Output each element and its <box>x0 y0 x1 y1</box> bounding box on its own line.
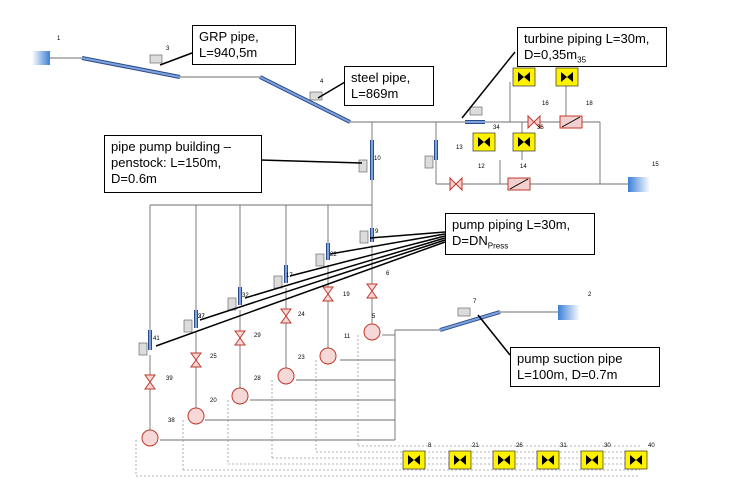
callout-turbine-line-2: D=0,35m35 <box>524 47 587 65</box>
callout-penstock-line-2: penstock: L=150m, <box>111 155 222 170</box>
label-37: 37 <box>198 314 205 320</box>
reservoir-icon <box>628 177 650 192</box>
label-9: 9 <box>375 229 379 235</box>
callout-grp-pipe: GRP pipe, L=940,5m <box>192 25 296 65</box>
label-14: 14 <box>520 164 527 170</box>
label-18: 18 <box>586 101 593 107</box>
label-27: 27 <box>198 314 205 320</box>
label-12: 12 <box>478 164 485 170</box>
label-6: 6 <box>386 271 390 277</box>
reservoir-icon <box>558 305 580 320</box>
callout-pump-line-1: pump piping L=30m, <box>452 217 571 232</box>
pump-units <box>141 283 381 447</box>
label-25: 25 <box>210 354 217 360</box>
label-11: 11 <box>344 334 351 340</box>
callout-steel-pipe: steel pipe, L=869m <box>344 66 434 106</box>
label-22: 22 <box>330 252 337 258</box>
label-15: 15 <box>652 162 659 168</box>
label-24: 24 <box>298 312 305 318</box>
label-34: 34 <box>493 125 500 131</box>
label-10: 10 <box>374 156 381 162</box>
label-13: 13 <box>456 145 463 151</box>
callout-penstock: pipe pump building – penstock: L=150m, D… <box>104 135 262 193</box>
label-3: 3 <box>166 46 170 52</box>
label-36: 36 <box>537 125 544 131</box>
callout-pump-line-2: D=DNPress <box>452 233 509 251</box>
turbine-valves <box>449 114 583 192</box>
label-26: 26 <box>516 443 523 449</box>
callout-grp-line-2: L=940,5m <box>199 45 258 60</box>
pipe-bodies <box>81 56 501 350</box>
reservoir-icon <box>32 51 50 65</box>
label-38: 38 <box>168 418 175 424</box>
leader-lines <box>155 49 516 356</box>
callout-turbine-line-1: turbine piping L=30m, <box>524 31 650 46</box>
label-17: 17 <box>286 273 293 279</box>
label-16: 16 <box>542 101 549 107</box>
label-41: 41 <box>153 336 160 342</box>
label-8: 8 <box>428 443 432 449</box>
label-1: 1 <box>57 36 61 42</box>
callout-suction-line-1: pump suction pipe <box>517 351 623 366</box>
label-30: 30 <box>604 443 611 449</box>
callout-suction-line-2: L=100m, D=0.7m <box>517 367 618 382</box>
callout-pump-piping: pump piping L=30m, D=DNPress <box>445 213 595 255</box>
label-23: 23 <box>298 355 305 361</box>
callout-steel-line-1: steel pipe, <box>351 70 411 85</box>
label-40: 40 <box>648 443 655 449</box>
label-39: 39 <box>166 376 173 382</box>
label-28: 28 <box>254 376 261 382</box>
label-7: 7 <box>473 299 477 305</box>
label-21: 21 <box>472 443 479 449</box>
label-32: 32 <box>242 293 249 299</box>
callout-grp-line-1: GRP pipe, <box>199 29 259 44</box>
label-19: 19 <box>343 292 350 298</box>
label-5: 5 <box>372 314 376 320</box>
callout-steel-line-2: L=869m <box>351 86 399 101</box>
label-20: 20 <box>210 398 217 404</box>
label-31: 31 <box>560 443 567 449</box>
callout-suction-pipe: pump suction pipe L=100m, D=0.7m <box>510 347 660 387</box>
callout-turbine-piping: turbine piping L=30m, D=0,35m35 <box>517 27 667 67</box>
label-4: 4 <box>320 79 324 85</box>
callout-penstock-line-3: D=0.6m <box>111 171 157 186</box>
label-29: 29 <box>254 333 261 339</box>
yellow-valves <box>402 67 648 470</box>
label-2: 2 <box>588 292 592 298</box>
callout-penstock-line-1: pipe pump building – <box>111 139 231 154</box>
